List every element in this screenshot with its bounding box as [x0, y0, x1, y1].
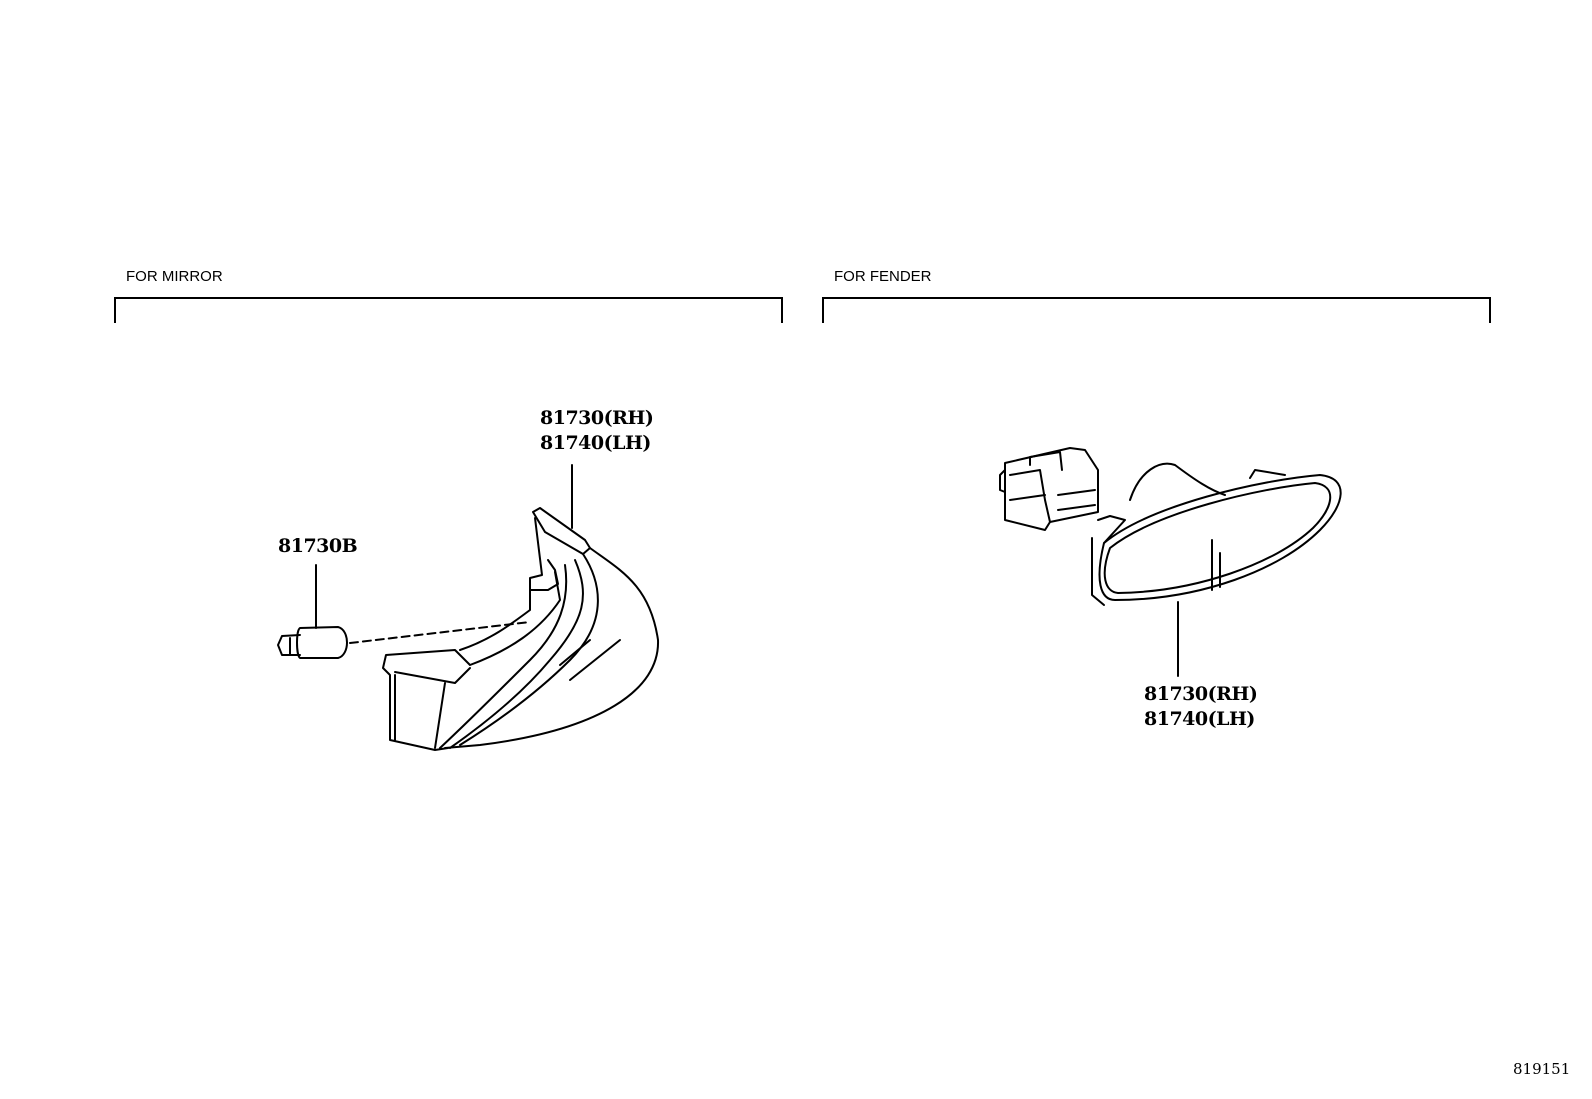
section-title-for-fender: FOR FENDER [834, 268, 932, 285]
section-title-for-mirror: FOR MIRROR [126, 268, 223, 285]
part-number-lh[interactable]: 81740(LH) [1144, 708, 1255, 730]
section-bracket-for-fender [822, 297, 1491, 323]
callout-bulb-part-number[interactable]: 81730B [278, 534, 358, 559]
fender-side-marker-lamp-illustration[interactable] [999, 447, 1342, 677]
bulb-illustration[interactable] [277, 564, 531, 659]
section-bracket-for-mirror [114, 297, 783, 323]
mirror-turn-signal-lamp-illustration[interactable] [382, 464, 660, 751]
part-number-rh[interactable]: 81730(RH) [1144, 683, 1258, 705]
part-number-lh[interactable]: 81740(LH) [540, 432, 651, 454]
diagram-id: 819151 [1513, 1060, 1571, 1078]
part-number-bulb[interactable]: 81730B [278, 535, 358, 557]
callout-fender-lamp-part-number[interactable]: 81730(RH) 81740(LH) [1144, 682, 1258, 732]
callout-mirror-lamp-part-number[interactable]: 81730(RH) 81740(LH) [540, 406, 654, 456]
part-number-rh[interactable]: 81730(RH) [540, 407, 654, 429]
